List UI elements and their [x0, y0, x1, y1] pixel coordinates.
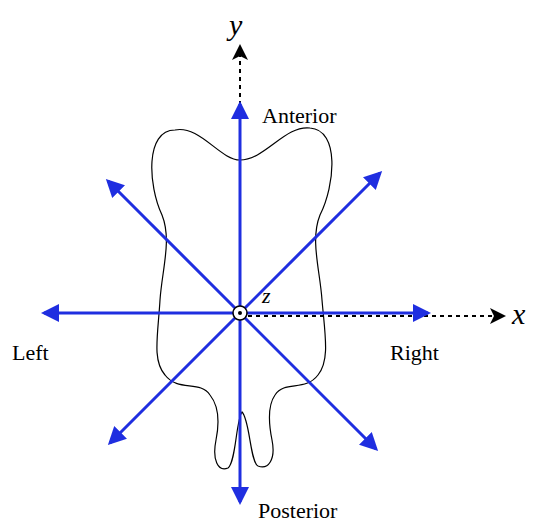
direction-label: Posterior [258, 499, 337, 523]
direction-label: Left [12, 341, 49, 365]
z-axis-dot [238, 311, 242, 315]
axis-name: x [512, 297, 525, 330]
axis-name: y [229, 8, 242, 41]
axis-name: z [262, 284, 271, 308]
direction-label: Anterior [262, 104, 337, 128]
y-axis [239, 48, 241, 313]
direction-arrows [44, 104, 428, 502]
direction-label: Right [390, 341, 439, 365]
z-axis-symbol [233, 306, 247, 320]
vertebra-outline [152, 128, 332, 469]
x-axis [240, 315, 502, 317]
